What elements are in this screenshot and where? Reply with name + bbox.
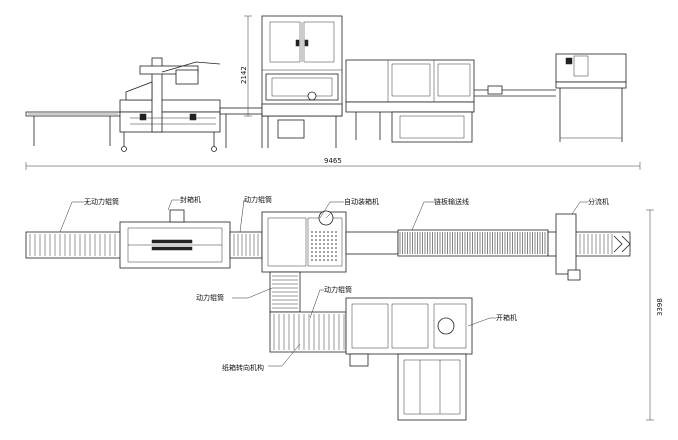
packer-grid-dot bbox=[335, 255, 337, 257]
packer-grid-dot bbox=[323, 255, 325, 257]
packer-grid-dot bbox=[319, 255, 321, 257]
packer-grid-dot bbox=[315, 239, 317, 241]
packer-grid-dot bbox=[335, 243, 337, 245]
packer-grid-dot bbox=[323, 235, 325, 237]
packer-grid-dot bbox=[327, 251, 329, 253]
packer-grid-dot bbox=[323, 251, 325, 253]
packer-grid-dot bbox=[331, 251, 333, 253]
leader-lines bbox=[59, 199, 588, 367]
packer-grid-dot bbox=[327, 239, 329, 241]
packer-grid-dot bbox=[319, 231, 321, 233]
packer-grid-dot bbox=[331, 255, 333, 257]
packer-grid-dot bbox=[323, 243, 325, 245]
packer-grid-dot bbox=[319, 247, 321, 249]
packer-grid-dot bbox=[335, 231, 337, 233]
packer-grid-dot bbox=[323, 247, 325, 249]
packer-grid-dot bbox=[327, 235, 329, 237]
packer-grid-dot bbox=[327, 247, 329, 249]
label-carton-turner: 纸箱转向机构 bbox=[222, 363, 264, 372]
packer-grid-dot bbox=[315, 251, 317, 253]
packer-grid-dot bbox=[327, 255, 329, 257]
length-dimension-line: 9465 bbox=[25, 157, 641, 170]
packer-grid-dot bbox=[315, 243, 317, 245]
packer-grid-dot bbox=[311, 239, 313, 241]
packer-grid-dot bbox=[319, 251, 321, 253]
packer-grid-dot bbox=[315, 259, 317, 261]
label-carton-sealer: 封箱机 bbox=[180, 195, 201, 204]
packer-grid-dot bbox=[327, 231, 329, 233]
packer-grid-dot bbox=[319, 235, 321, 237]
packer-grid-dot bbox=[319, 243, 321, 245]
packer-grid-dot bbox=[315, 235, 317, 237]
packer-grid-dot bbox=[319, 239, 321, 241]
label-powered-roller-3: 动力辊筒 bbox=[324, 285, 352, 294]
packer-grid-dot bbox=[335, 239, 337, 241]
label-chain-conveyor: 链板输送线 bbox=[434, 197, 469, 206]
packer-grid-dot bbox=[331, 239, 333, 241]
label-powered-roller-1: 动力辊筒 bbox=[244, 195, 272, 204]
depth-dimension: 3398 bbox=[656, 298, 664, 316]
packer-grid-dot bbox=[335, 235, 337, 237]
packer-grid-dot bbox=[323, 231, 325, 233]
packer-grid-dot bbox=[311, 231, 313, 233]
packer-grid-dot bbox=[335, 247, 337, 249]
packer-grid-dot bbox=[331, 235, 333, 237]
height-dimension: 2142 bbox=[240, 66, 248, 84]
label-diverter: 分流机 bbox=[588, 197, 609, 206]
packer-grid-dot bbox=[327, 243, 329, 245]
plan-view: 3398 bbox=[25, 209, 664, 421]
packer-grid-dot bbox=[311, 251, 313, 253]
packer-grid-dot bbox=[315, 255, 317, 257]
packer-grid-dot bbox=[335, 251, 337, 253]
packer-grid-dot bbox=[327, 259, 329, 261]
packer-grid-dot bbox=[311, 247, 313, 249]
packer-grid-dot bbox=[315, 231, 317, 233]
packer-grid-dot bbox=[335, 259, 337, 261]
packer-grid-dot bbox=[311, 235, 313, 237]
packer-grid-dot bbox=[331, 259, 333, 261]
packer-grid-dot bbox=[323, 259, 325, 261]
packer-grid-dot bbox=[331, 243, 333, 245]
packer-grid-dot bbox=[331, 247, 333, 249]
label-unpowered-roller: 无动力辊筒 bbox=[84, 197, 119, 206]
length-dimension: 9465 bbox=[324, 157, 342, 165]
packer-grid-dot bbox=[311, 243, 313, 245]
packer-grid-dot bbox=[311, 255, 313, 257]
label-carton-erector: 开箱机 bbox=[496, 313, 517, 322]
label-auto-packer: 自动装箱机 bbox=[344, 197, 379, 206]
packer-grid-dot bbox=[311, 259, 313, 261]
label-powered-roller-2: 动力辊筒 bbox=[196, 293, 224, 302]
packer-grid-dot bbox=[331, 231, 333, 233]
packer-grid-dot bbox=[319, 259, 321, 261]
packer-grid-dot bbox=[323, 239, 325, 241]
packer-grid-dot bbox=[315, 247, 317, 249]
side-elevation: 2142 bbox=[25, 15, 627, 152]
